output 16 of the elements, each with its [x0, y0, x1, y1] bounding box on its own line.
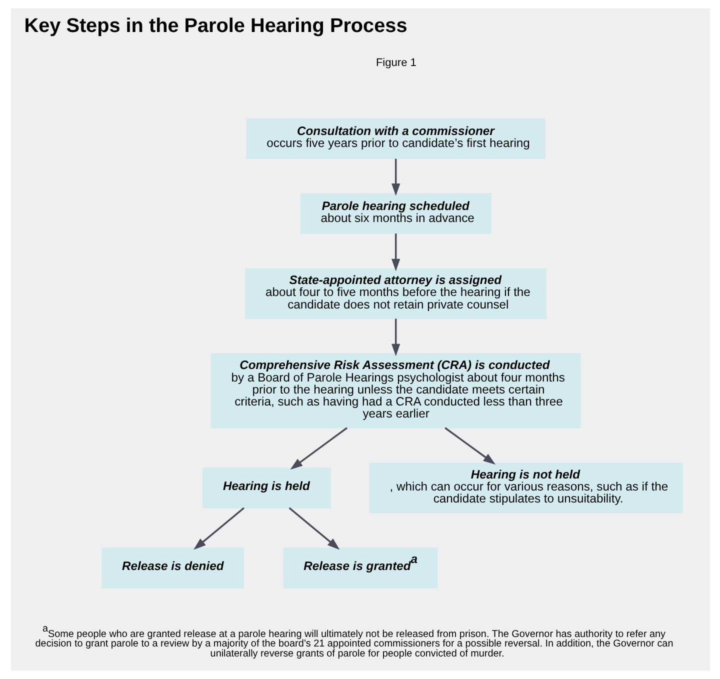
- arrow: [193, 507, 244, 550]
- arrow: [391, 318, 400, 356]
- arrow: [444, 427, 496, 465]
- node-box: Comprehensive Risk Assessment (CRA) is conducted by a Board of Parole Hearings psychologist about four months prior to the hearing unless the candidate meets certain criteria, such as having had a CRA conducted less than three years earlier: [210, 353, 580, 428]
- node-box: Hearing is held: [202, 468, 330, 508]
- node-box: Parole hearing scheduled about six months in advance: [300, 193, 491, 234]
- arrow: [290, 427, 348, 470]
- node-box: State-appointed attorney is assigned about four to five months before the hearing if the candidate does not retain private counsel: [244, 268, 546, 320]
- node-box: Release is denied: [101, 548, 244, 589]
- node-box: Consultation with a commissioner occurs five years prior to candidate’s first hearing: [246, 118, 545, 159]
- node-box: Hearing is not held , which can occur for various reasons, such as if the candidate stipulates to unsuitability.: [368, 462, 682, 514]
- arrow: [391, 158, 400, 196]
- arrow: [391, 234, 400, 272]
- label: Figure 1: [375, 57, 416, 70]
- arrow: [288, 507, 340, 550]
- diagram-title: Key Steps in the Parole Hearing Process: [24, 14, 407, 37]
